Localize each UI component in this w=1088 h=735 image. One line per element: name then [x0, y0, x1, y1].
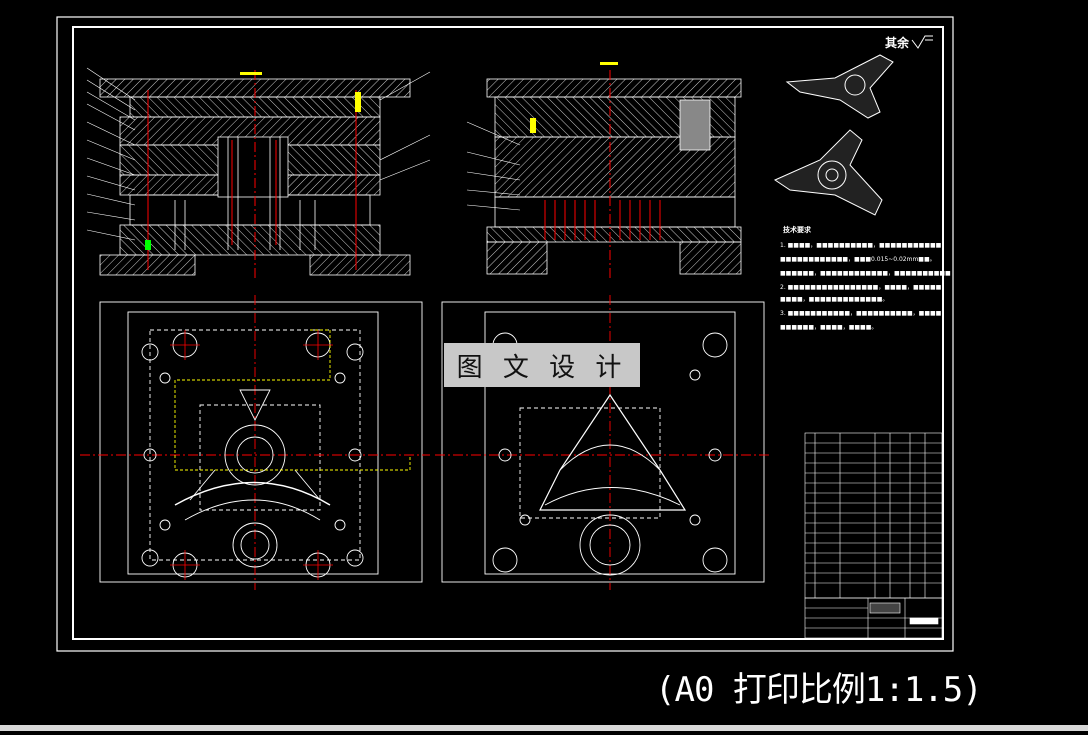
bill-of-materials-table: [804, 432, 943, 599]
technical-requirement-line: ■■■■■■，■■■■，■■■■。: [780, 324, 878, 331]
bottom-strip: [0, 725, 1088, 731]
plan-view-left: [80, 295, 430, 590]
technical-requirement-line: ■■■■，■■■■■■■■■■■■■。: [780, 296, 889, 303]
print-scale-note: (A0 打印比例1:1.5): [655, 670, 983, 710]
technical-requirement-line: 3. ■■■■■■■■■■■，■■■■■■■■■■，■■■■: [780, 310, 942, 317]
surface-roughness-symbol-icon: [911, 35, 933, 49]
part-isometric-views: [773, 54, 894, 216]
section-view-right: [466, 62, 742, 280]
technical-requirements-title: 技术要求: [783, 226, 811, 234]
technical-requirement-line: 2. ■■■■■■■■■■■■■■■■，■■■■，■■■■■: [780, 284, 942, 291]
roughness-note-label: 其余: [885, 36, 910, 50]
sheet-outer-border: [56, 16, 954, 652]
watermark-banner: 图 文 设 计: [444, 343, 640, 387]
plan-view-right: [435, 295, 770, 590]
title-block: [804, 597, 943, 639]
section-view-left: [86, 67, 431, 280]
technical-requirement-line: ■■■■■■，■■■■■■■■■■■■，■■■■■■■■■■: [780, 270, 951, 277]
technical-requirement-line: 1. ■■■■，■■■■■■■■■■，■■■■■■■■■■■: [780, 242, 942, 249]
technical-requirement-line: ■■■■■■■■■■■■，■■■0.015~0.02mm■■。: [780, 256, 936, 263]
sheet-inner-border: [72, 26, 944, 640]
